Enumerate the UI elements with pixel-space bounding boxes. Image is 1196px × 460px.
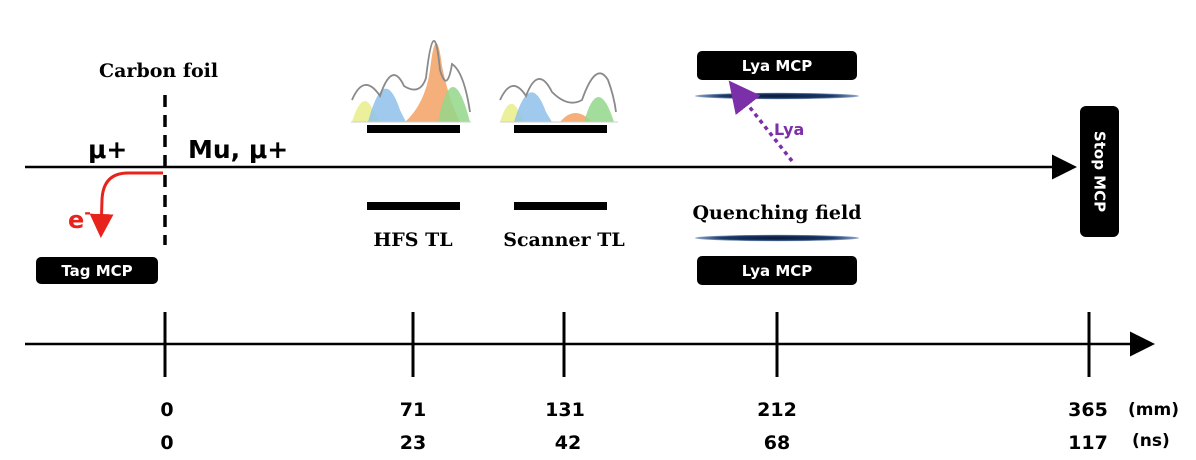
tick-mm-value: 212 <box>757 399 797 421</box>
mu-plus-label: μ+ <box>88 135 127 164</box>
lya-mcp-top <box>697 51 857 80</box>
stop-mcp <box>1080 106 1119 237</box>
hfs-tl-electrode-bottom <box>367 202 460 210</box>
quenching-plate-top <box>695 92 859 100</box>
tick-mm-value: 131 <box>545 399 585 421</box>
scale-ticks <box>163 312 1091 377</box>
electron-label: e- <box>68 203 91 234</box>
hfs-spectrum-plot <box>351 40 471 123</box>
tick-mm-value: 71 <box>400 399 426 421</box>
tick-ns-value: 68 <box>764 432 790 454</box>
carbon-foil-label: Carbon foil <box>99 60 218 82</box>
lya-label: Lya <box>774 120 804 139</box>
unit-ns-label: (ns) <box>1132 431 1170 451</box>
tick-ns-value: 0 <box>160 432 173 454</box>
lya-mcp-bottom-label: Lya MCP <box>742 262 813 280</box>
lya-mcp-top-label: Lya MCP <box>742 57 813 75</box>
tick-mm-value: 365 <box>1068 399 1108 421</box>
unit-mm-label: (mm) <box>1128 400 1179 420</box>
tag-mcp-label: Tag MCP <box>61 262 132 280</box>
quenching-field-label: Quenching field <box>693 202 862 224</box>
lya-mcp-bottom <box>697 256 857 285</box>
quenching-plate-bottom <box>695 234 859 242</box>
scanner-spectrum-plot <box>499 72 618 123</box>
tick-ns-value: 42 <box>555 432 581 454</box>
scanner-tl-electrode-top <box>514 125 607 133</box>
tag-mcp <box>36 257 158 284</box>
scanner-tl-label: Scanner TL <box>503 229 624 251</box>
stop-mcp-label: Stop MCP <box>1091 131 1109 212</box>
hfs-tl-electrode-top <box>367 125 460 133</box>
tick-ns-value: 23 <box>400 432 426 454</box>
scanner-tl-electrode-bottom <box>514 202 607 210</box>
tick-ns-value: 117 <box>1068 432 1108 454</box>
tick-mm-value: 0 <box>160 399 173 421</box>
electron-path <box>89 171 163 238</box>
hfs-tl-label: HFS TL <box>373 229 452 251</box>
mu-mu-plus-label: Mu, μ+ <box>188 135 288 164</box>
